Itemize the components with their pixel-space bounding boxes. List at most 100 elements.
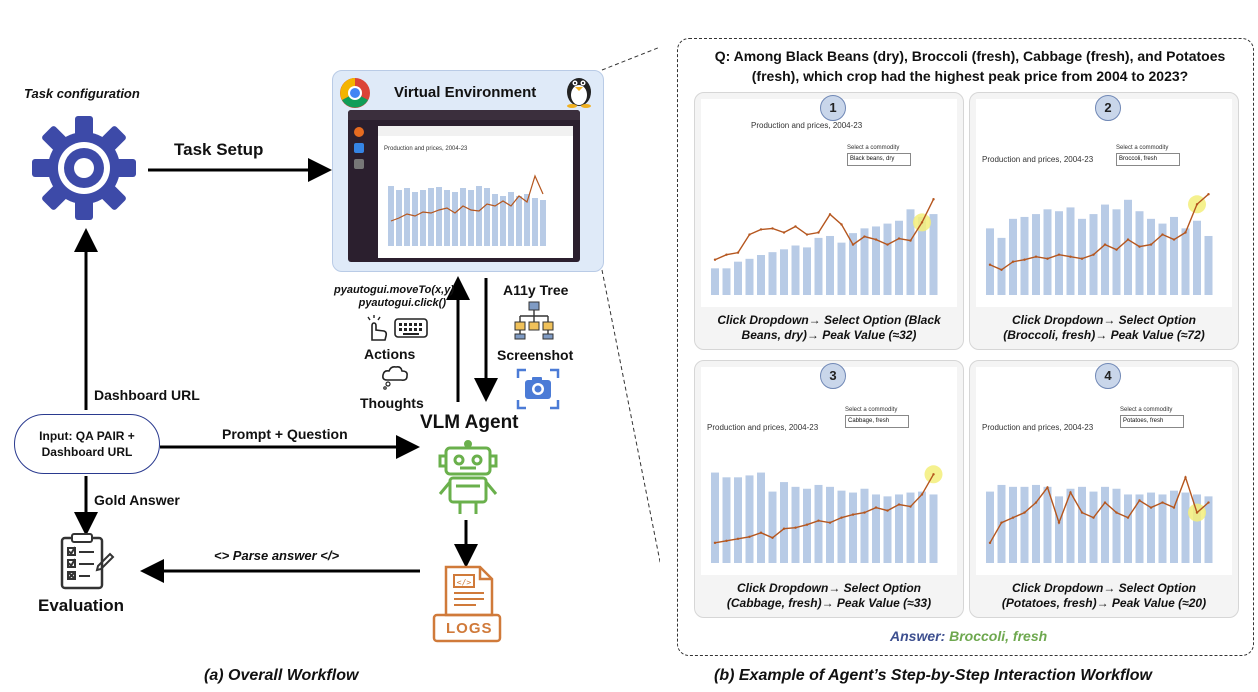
price-point bbox=[1080, 511, 1084, 514]
price-point bbox=[1149, 506, 1153, 509]
bar bbox=[1112, 488, 1121, 563]
price-point bbox=[1138, 499, 1141, 502]
price-point bbox=[851, 243, 855, 246]
task-config-label: Task configuration bbox=[24, 86, 140, 101]
bar bbox=[768, 252, 777, 295]
bar bbox=[895, 494, 903, 563]
bar bbox=[722, 477, 731, 563]
price-point bbox=[1069, 255, 1072, 258]
bar bbox=[929, 494, 938, 563]
commodity-select[interactable]: Potatoes, fresh bbox=[1120, 415, 1184, 428]
commodity-select[interactable]: Black beans, dry bbox=[847, 153, 911, 166]
price-point bbox=[794, 225, 797, 228]
virtual-environment-title: Virtual Environment bbox=[394, 84, 537, 101]
price-point bbox=[932, 473, 935, 476]
answer-value: Broccoli, fresh bbox=[949, 628, 1048, 644]
price-line bbox=[714, 198, 935, 261]
price-point bbox=[1126, 238, 1130, 241]
price-point bbox=[725, 539, 728, 543]
bar bbox=[1135, 494, 1144, 563]
step-number-badge: 4 bbox=[1095, 363, 1121, 389]
bar bbox=[711, 268, 719, 295]
price-point bbox=[840, 223, 843, 226]
price-point bbox=[1023, 258, 1026, 261]
select-label: Select a commodity bbox=[1120, 407, 1173, 413]
step-number-badge: 2 bbox=[1095, 95, 1121, 121]
bar bbox=[986, 491, 994, 563]
bar bbox=[997, 237, 1006, 295]
bar bbox=[1055, 211, 1063, 295]
gear-icon bbox=[32, 116, 136, 220]
bar bbox=[1193, 220, 1201, 295]
bar bbox=[1101, 204, 1109, 295]
step-caption: Click Dropdown→ Select Option(Potatoes, … bbox=[970, 581, 1238, 611]
action-code-click: pyautogui.click() bbox=[358, 297, 446, 309]
bar bbox=[1124, 199, 1132, 295]
bar bbox=[1078, 486, 1086, 563]
price-point bbox=[1103, 243, 1107, 246]
step-caption-line-1: Click Dropdown→ Select Option bbox=[1011, 313, 1196, 327]
price-point bbox=[1069, 491, 1072, 494]
price-point bbox=[909, 239, 912, 242]
bar bbox=[791, 245, 800, 295]
gold-answer-label: Gold Answer bbox=[94, 492, 180, 508]
price-point bbox=[1046, 257, 1049, 260]
price-point bbox=[932, 198, 935, 201]
step-caption-line-2: (Cabbage, fresh)→ Peak Value (≈33) bbox=[726, 596, 932, 610]
bar bbox=[837, 242, 846, 295]
camera-icon bbox=[516, 368, 560, 410]
bar bbox=[1020, 216, 1029, 295]
price-point bbox=[897, 503, 901, 506]
bar bbox=[929, 214, 938, 295]
bar bbox=[1181, 228, 1190, 295]
step-caption-line-1: Click Dropdown→ Select Option bbox=[1011, 581, 1196, 595]
price-point bbox=[1057, 521, 1061, 524]
select-label: Select a commodity bbox=[847, 145, 900, 151]
bar bbox=[711, 472, 719, 563]
bar bbox=[1193, 494, 1201, 563]
tree-structure-icon bbox=[514, 301, 554, 340]
step-caption-line-1: Click Dropdown→ Select Option bbox=[736, 581, 921, 595]
bar bbox=[1170, 490, 1178, 563]
bar bbox=[1009, 486, 1017, 563]
bar bbox=[826, 235, 834, 295]
price-point bbox=[1126, 516, 1130, 519]
price-point bbox=[748, 233, 751, 236]
price-point bbox=[828, 213, 832, 216]
step-caption-line-2: (Potatoes, fresh)→ Peak Value (≈20) bbox=[1001, 596, 1207, 610]
step-caption: Click Dropdown→ Select Option(Broccoli, … bbox=[970, 313, 1238, 343]
bar bbox=[1181, 492, 1190, 563]
price-point bbox=[828, 521, 832, 524]
card-chart-title: Production and prices, 2004-23 bbox=[982, 155, 1094, 164]
bar bbox=[1032, 214, 1040, 295]
bar bbox=[757, 255, 765, 295]
price-point bbox=[874, 506, 878, 509]
bar bbox=[1089, 491, 1098, 563]
bar bbox=[814, 237, 823, 295]
bar bbox=[803, 247, 811, 295]
robot-icon bbox=[438, 440, 498, 514]
bar bbox=[918, 216, 926, 295]
price-point bbox=[736, 537, 740, 541]
input-qa-pair: Input: QA PAIR +Dashboard URL bbox=[14, 414, 160, 474]
price-point bbox=[1011, 260, 1015, 263]
card-chart-title: Production and prices, 2004-23 bbox=[751, 121, 863, 130]
evaluation-label: Evaluation bbox=[38, 596, 124, 615]
step-caption-line-2: (Broccoli, fresh)→ Peak Value (≈72) bbox=[1003, 328, 1205, 342]
commodity-select[interactable]: Cabbage, fresh bbox=[845, 415, 909, 428]
bar bbox=[918, 491, 926, 563]
card-chart-title: Production and prices, 2004-23 bbox=[982, 423, 1094, 432]
vlm-agent-label: VLM Agent bbox=[420, 412, 519, 433]
bar bbox=[1078, 218, 1086, 295]
chrome-icon bbox=[340, 78, 370, 108]
bar bbox=[1170, 216, 1178, 295]
answer: Answer: Broccoli, fresh bbox=[890, 628, 1047, 644]
bar bbox=[780, 249, 788, 295]
commodity-select[interactable]: Broccoli, fresh bbox=[1116, 153, 1180, 166]
price-point bbox=[782, 527, 786, 530]
price-point bbox=[805, 233, 809, 236]
price-point bbox=[1057, 253, 1061, 256]
bar bbox=[837, 490, 846, 563]
step-caption-line-2: Beans, dry)→ Peak Value (≈32) bbox=[741, 328, 917, 342]
prompt-question-label: Prompt + Question bbox=[222, 426, 348, 442]
